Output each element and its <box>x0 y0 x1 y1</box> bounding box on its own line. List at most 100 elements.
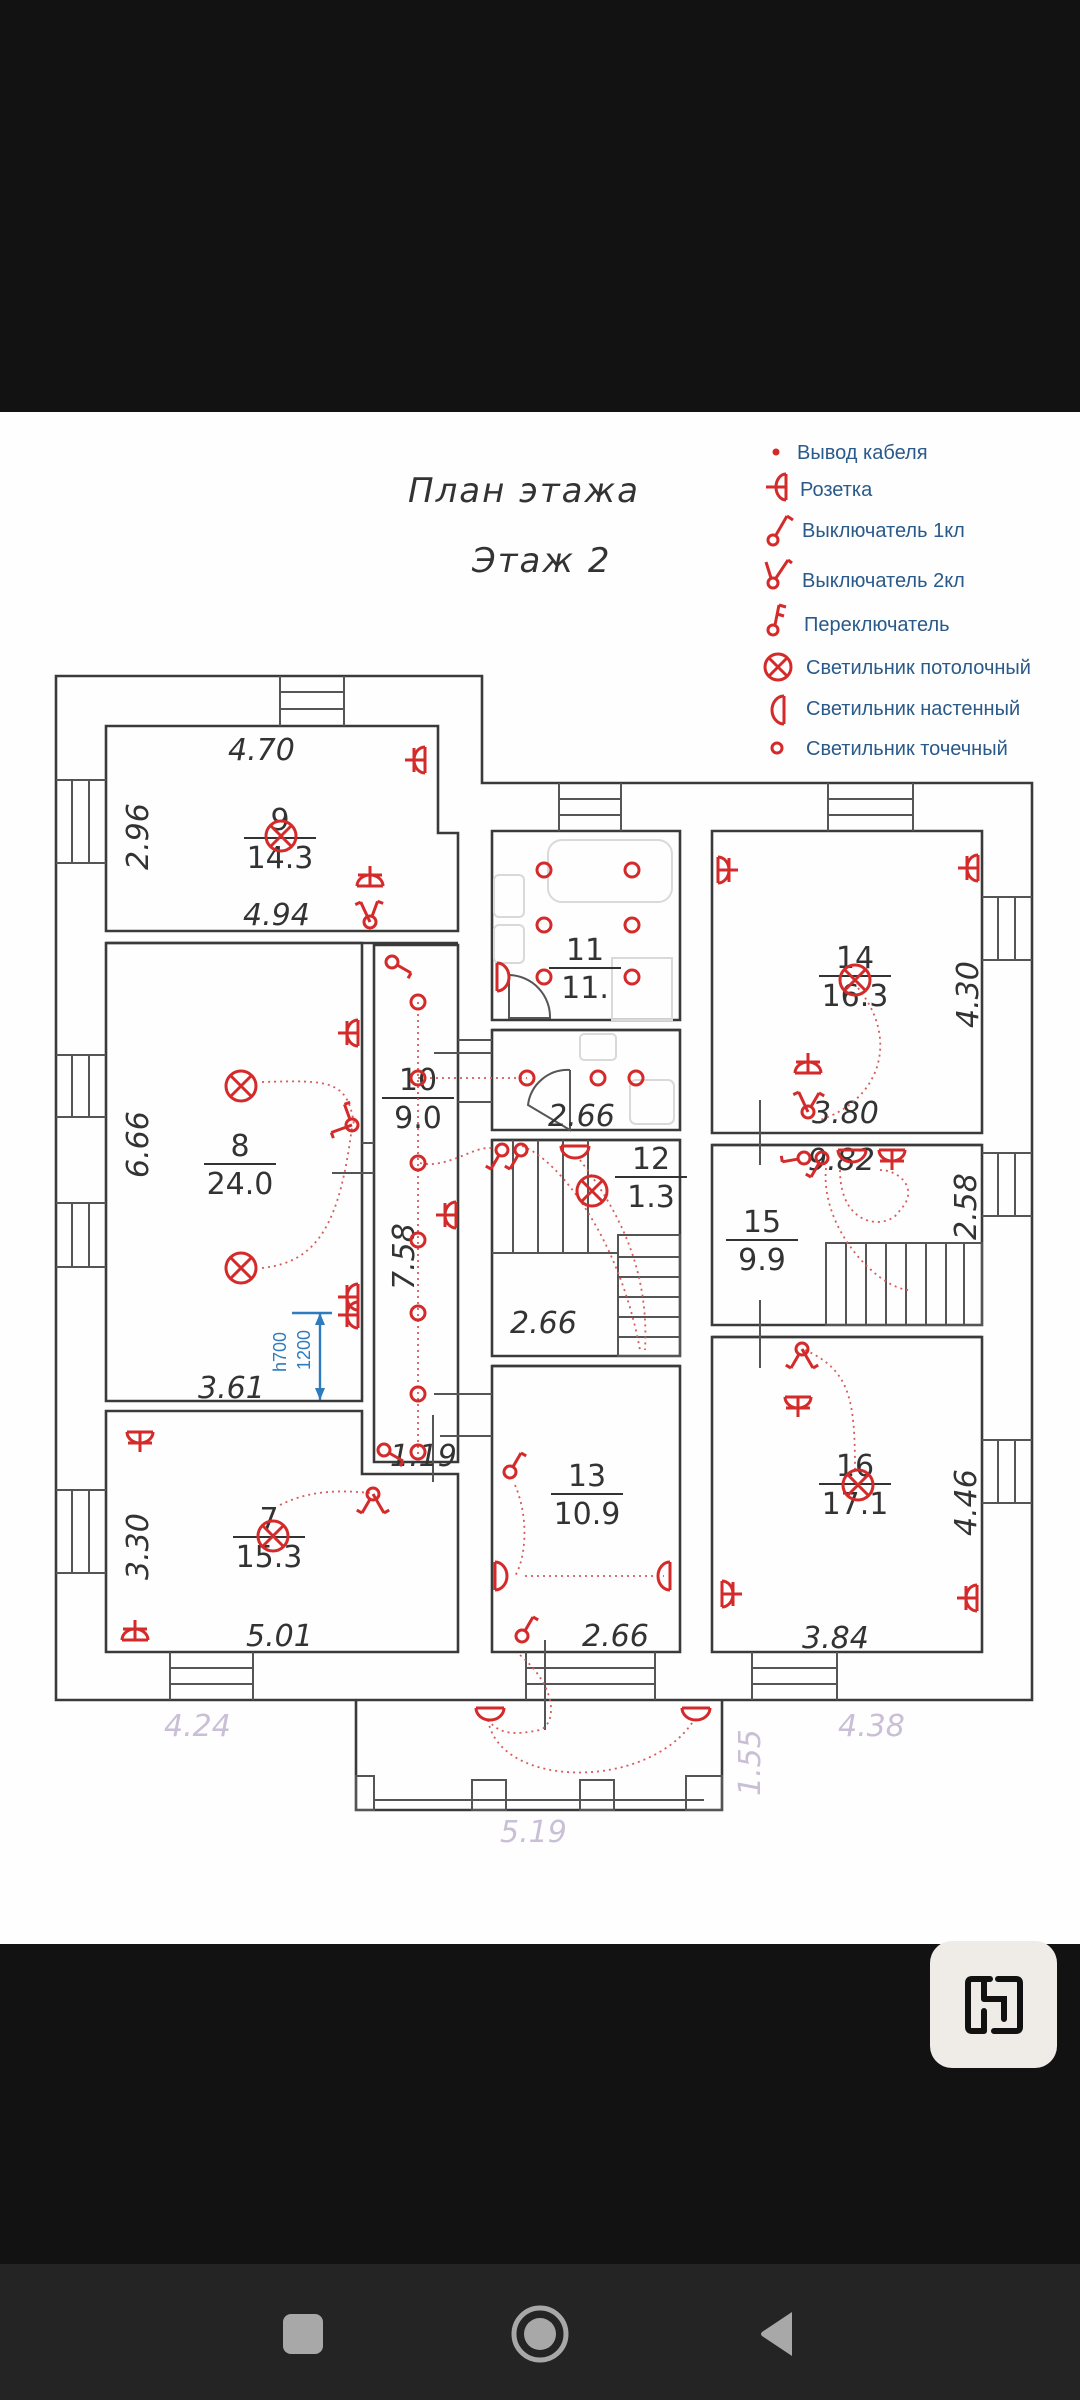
switch-1-icon <box>502 1451 527 1480</box>
ceiling-light-icon <box>838 963 872 997</box>
room-area: 9.9 <box>738 1243 786 1278</box>
floor-title: Этаж 2 <box>471 541 611 581</box>
wall-light-icon <box>559 1144 591 1160</box>
floor-plan-button[interactable] <box>930 1941 1057 2068</box>
room-area: 9.0 <box>394 1101 442 1136</box>
switch-2-icon <box>764 558 793 590</box>
plan-title: План этажа <box>408 471 640 511</box>
legend-label: Вывод кабеля <box>797 442 928 464</box>
dimensions: 4.70 2.96 4.94 6.66 3.61 7.58 1.19 2.66 … <box>121 733 986 1850</box>
back-button[interactable] <box>742 2304 812 2364</box>
spot-light-icon <box>535 861 553 879</box>
socket-icon <box>405 745 427 775</box>
floor-plan-image[interactable]: План этажа Этаж 2 Вывод кабеля Розетка В… <box>0 412 1080 1944</box>
socket-icon <box>793 1053 823 1075</box>
dimension-label: 4.24 <box>164 1709 231 1744</box>
switch-1-icon <box>514 1615 539 1644</box>
room-area: 15.3 <box>236 1540 303 1575</box>
dimension-label: 2.66 <box>510 1306 577 1341</box>
dimension-label: 1.55 <box>733 1729 768 1796</box>
spot-light-icon <box>409 1069 427 1087</box>
switch-2-icon <box>356 1486 390 1515</box>
spot-light-icon <box>623 916 641 934</box>
wall-light-icon <box>474 1706 506 1722</box>
switch-2-icon <box>354 899 384 930</box>
home-icon <box>511 2305 569 2363</box>
recents-button[interactable] <box>268 2304 338 2364</box>
room-area: 1.3 <box>627 1180 675 1215</box>
socket-icon <box>716 855 738 885</box>
height-label: h700 <box>270 1332 290 1372</box>
ceiling-light-icon <box>256 1519 290 1553</box>
wall-light-icon <box>656 1560 672 1592</box>
ceiling-light-icon <box>575 1174 609 1208</box>
room-label: 914.3 <box>244 803 316 876</box>
changeover-switch-icon <box>384 954 413 979</box>
wall-light-icon <box>495 961 511 993</box>
dimension-label: 2.58 <box>949 1173 984 1240</box>
room-area: 14.3 <box>247 841 314 876</box>
switch-2-icon <box>329 1100 360 1139</box>
socket-icon <box>766 472 788 502</box>
changeover-switch-icon <box>805 1150 830 1179</box>
dimension-label: 5.01 <box>246 1619 313 1654</box>
changeover-switch-icon <box>504 1142 529 1171</box>
changeover-switch-icon <box>766 603 787 637</box>
switch-2-icon <box>792 1090 825 1120</box>
spot-light-icon <box>409 1443 427 1461</box>
legend-label: Светильник настенный <box>806 698 1020 720</box>
back-icon <box>761 2312 792 2356</box>
room-labels: 914.3824.0109.01111.121.3715.31310.91416… <box>204 803 891 1575</box>
changeover-switch-icon <box>376 1442 405 1467</box>
spot-light-icon <box>535 916 553 934</box>
room-area: 11. <box>561 971 609 1006</box>
spot-light-icon <box>518 1069 536 1087</box>
changeover-switch-icon <box>779 1150 812 1166</box>
room-area: 10.9 <box>554 1497 621 1532</box>
stairs <box>492 1140 983 1357</box>
dimension-label: 3.30 <box>121 1513 156 1580</box>
room-number: 16 <box>836 1449 874 1484</box>
room-number: 8 <box>230 1129 249 1164</box>
room-number: 11 <box>566 933 604 968</box>
room-number: 13 <box>568 1459 606 1494</box>
dimension-label: 3.80 <box>812 1096 879 1131</box>
spot-light-icon <box>409 1304 427 1322</box>
socket-icon <box>355 866 385 888</box>
dimension-label: 4.46 <box>949 1469 984 1536</box>
home-button[interactable] <box>505 2304 575 2364</box>
spot-light-icon <box>623 861 641 879</box>
socket-icon <box>957 1583 979 1613</box>
dimension-label: 4.38 <box>838 1709 905 1744</box>
height-annotation: h700 1200 <box>270 1311 332 1400</box>
socket-icon <box>720 1579 742 1609</box>
spot-light-icon <box>409 1385 427 1403</box>
ceiling-light-icon <box>224 1251 258 1285</box>
floor-plan-drawing: План этажа Этаж 2 Вывод кабеля Розетка В… <box>54 442 1034 1850</box>
spot-light-icon <box>627 1069 645 1087</box>
dimension-label: 5.19 <box>500 1815 567 1850</box>
dimension-label: 2.66 <box>582 1619 649 1654</box>
socket-icon <box>120 1620 150 1642</box>
socket-icon <box>783 1395 813 1417</box>
switch-1-icon <box>766 514 794 547</box>
wall-light-icon <box>770 694 786 726</box>
height-label: 1200 <box>294 1330 314 1370</box>
socket-icon <box>958 853 980 883</box>
cable-outlet-icon <box>772 448 780 456</box>
spot-light-icon <box>770 741 784 755</box>
room-label: 159.9 <box>726 1205 798 1278</box>
legend-label: Выключатель 1кл <box>802 520 965 542</box>
ceiling-light-icon <box>763 652 793 682</box>
windows <box>56 676 1032 1700</box>
dimension-label: 4.70 <box>228 733 295 768</box>
navigation-bar <box>0 2264 1080 2400</box>
room-label: 824.0 <box>204 1129 276 1202</box>
bathroom-fixtures <box>493 839 675 1125</box>
spot-light-icon <box>409 993 427 1011</box>
wall-light-icon <box>493 1560 509 1592</box>
top-black-area <box>0 0 1080 412</box>
socket-icon <box>125 1430 155 1452</box>
